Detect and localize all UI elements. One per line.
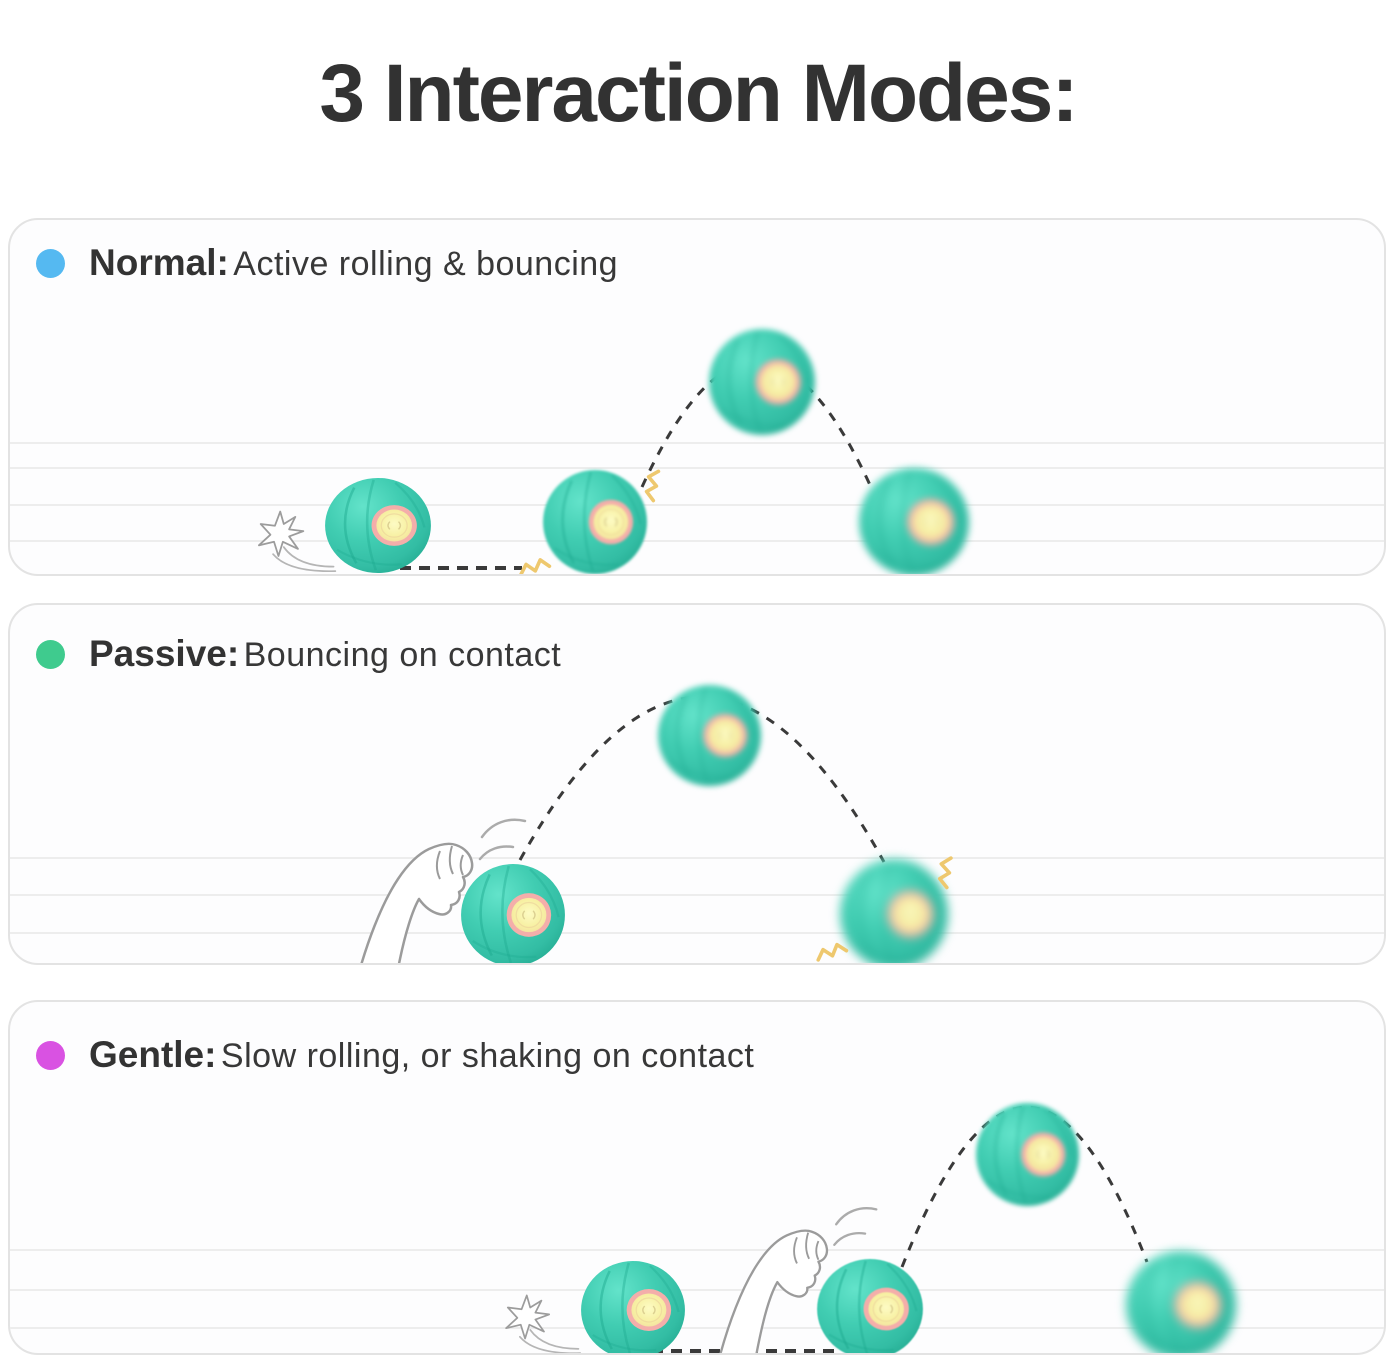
mode-color-dot <box>36 639 65 669</box>
floor-line <box>10 932 1384 934</box>
pet-ball-start <box>460 863 566 963</box>
floor-line <box>10 1249 1384 1251</box>
mode-panel-normal: Normal: Active rolling & bouncing <box>8 218 1386 576</box>
mode-panel-gentle: Gentle: Slow rolling, or shaking on cont… <box>8 1000 1386 1355</box>
floor-line <box>10 467 1384 469</box>
pet-ball-apex <box>708 328 816 436</box>
pet-ball-landing <box>1125 1250 1237 1353</box>
swoosh-scratch-icon <box>505 1294 582 1353</box>
pet-ball-apex <box>975 1102 1080 1207</box>
mode-description: Slow rolling, or shaking on contact <box>220 1037 755 1075</box>
mode-header: Normal: Active rolling & bouncing <box>36 242 618 284</box>
floor-line <box>10 504 1384 506</box>
mode-panel-passive: Passive: Bouncing on contact <box>8 603 1386 965</box>
pet-ball-landing <box>839 858 949 963</box>
mode-description: Bouncing on contact <box>243 636 562 674</box>
mode-label: Normal: <box>89 242 229 283</box>
floor-line <box>10 442 1384 444</box>
pet-ball-start <box>580 1260 686 1353</box>
floor-line <box>10 894 1384 896</box>
floor-line <box>10 540 1384 542</box>
pet-ball-rolling <box>816 1258 924 1353</box>
mode-description: Active rolling & bouncing <box>233 245 619 283</box>
mode-label: Passive: <box>89 633 240 674</box>
page-title: 3 Interaction Modes: <box>319 47 1078 139</box>
pet-ball-start <box>324 477 432 574</box>
floor-line <box>10 857 1384 859</box>
floor-line <box>10 1327 1384 1329</box>
mode-text: Normal: Active rolling & bouncing <box>89 242 618 284</box>
pet-ball-landing <box>858 467 970 574</box>
floor-line <box>10 1289 1384 1291</box>
mode-text: Passive: Bouncing on contact <box>89 633 561 675</box>
mode-color-dot <box>36 248 65 278</box>
mode-label: Gentle: <box>89 1034 217 1075</box>
mode-header: Gentle: Slow rolling, or shaking on cont… <box>36 1034 754 1076</box>
mode-color-dot <box>36 1040 65 1070</box>
pet-ball-apex <box>657 684 762 787</box>
pet-ball-rolling <box>542 469 648 574</box>
mode-header: Passive: Bouncing on contact <box>36 633 561 675</box>
mode-text: Gentle: Slow rolling, or shaking on cont… <box>89 1034 754 1076</box>
